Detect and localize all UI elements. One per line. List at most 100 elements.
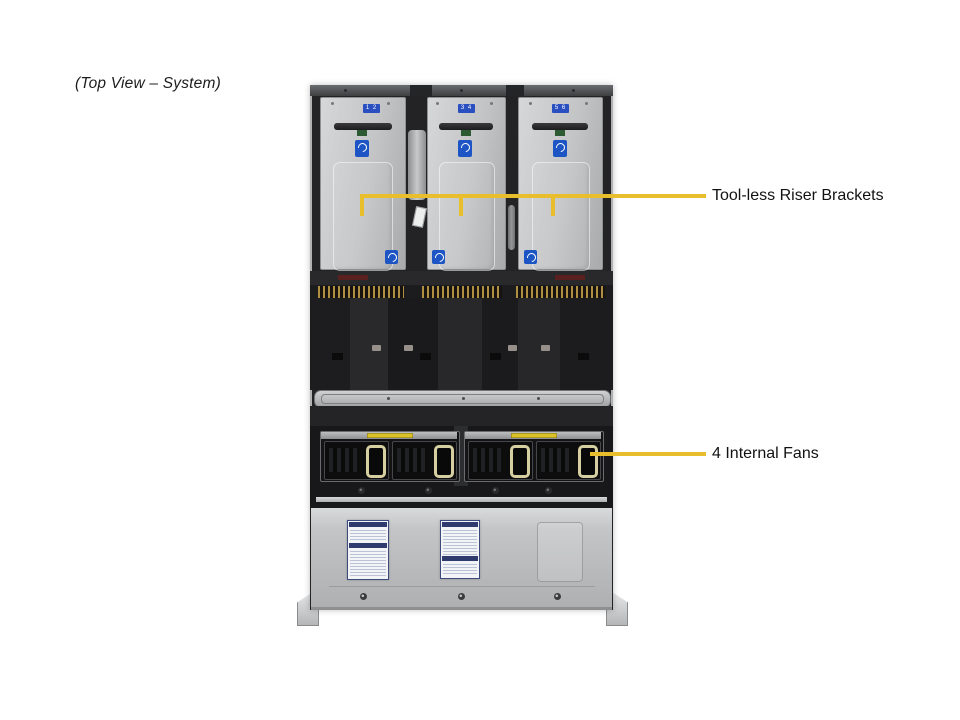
server-top-view: 1 2 3 4 5 6: [310, 85, 613, 610]
dimm-slot-pins: [318, 286, 404, 299]
heatsink-block: [518, 298, 560, 390]
label-rows: [350, 549, 386, 577]
riser-bracket-2: 3 4: [427, 97, 506, 271]
floor-screw: [492, 487, 499, 494]
support-crossbar: [314, 390, 611, 408]
label-rows: [443, 562, 477, 575]
rail-screw: [460, 89, 463, 92]
callout-label-risers: Tool-less Riser Brackets: [712, 187, 884, 204]
label-rows: [350, 528, 386, 542]
toolless-circular-arrow-icon: [385, 250, 398, 264]
service-label-2: [440, 520, 480, 579]
label-header: [442, 522, 478, 527]
cover-emboss-outline: [537, 522, 583, 582]
callout-tick-riser-2: [459, 194, 463, 216]
cable-tag: [412, 206, 427, 228]
riser-handle-latch: [357, 130, 367, 136]
internal-cable-bundle: [408, 130, 426, 200]
air-shroud: [560, 298, 613, 390]
shroud-cutout: [578, 353, 589, 360]
callout-line-fans: [590, 452, 706, 456]
bracket-emboss-panel: [333, 162, 393, 271]
bracket-screw: [331, 102, 334, 105]
fan-fins: [329, 448, 357, 472]
riser-handle-latch: [555, 130, 565, 136]
fan-handle: [578, 445, 598, 478]
heatsink-block: [438, 298, 482, 390]
air-shroud: [388, 298, 438, 390]
connector-latches: [338, 275, 368, 280]
riser-slot-badge: 1 2: [363, 104, 380, 113]
front-divider-bar: [316, 497, 607, 502]
shroud-clip: [404, 345, 413, 351]
fan-fins: [473, 448, 501, 472]
dimm-slot-pins: [516, 286, 605, 299]
toolless-circular-arrow-icon: [524, 250, 537, 264]
cover-bottom-edge: [311, 607, 612, 610]
riser-handle: [334, 123, 392, 130]
label-header: [349, 543, 387, 548]
shroud-cutout: [420, 353, 431, 360]
rail-notch: [410, 85, 432, 96]
shroud-clip: [541, 345, 550, 351]
fan-unit-4: [536, 441, 601, 480]
floor-screw: [545, 487, 552, 494]
riser-slot-badge: 5 6: [552, 104, 569, 113]
label-header: [442, 556, 478, 561]
riser-handle: [439, 123, 493, 130]
chassis-midsection: [310, 406, 613, 426]
warning-label-icon: [511, 433, 557, 438]
rail-notch: [506, 85, 524, 96]
label-rows: [443, 528, 477, 555]
riser-handle-latch: [461, 130, 471, 136]
toolless-circular-arrow-icon: [553, 140, 567, 157]
callout-tick-riser-3: [551, 194, 555, 216]
fan-unit-1: [324, 441, 389, 480]
fan-tray-1: [320, 431, 460, 482]
toolless-circular-arrow-icon: [355, 140, 369, 157]
fan-tray-2: [464, 431, 604, 482]
rear-chassis-rail: [310, 85, 613, 96]
fan-handle: [434, 445, 454, 478]
floor-screw: [358, 487, 365, 494]
cover-screw: [360, 593, 367, 600]
cover-seam: [329, 586, 595, 587]
crossbar-rivet: [537, 397, 540, 400]
shroud-clip: [372, 345, 381, 351]
callout-label-fans: 4 Internal Fans: [712, 445, 819, 462]
bracket-emboss-panel: [532, 162, 590, 271]
bracket-screw: [585, 102, 588, 105]
internal-cable: [508, 205, 515, 250]
fan-tray-rail: [465, 432, 601, 439]
crossbar-rivet: [387, 397, 390, 400]
air-shroud: [482, 298, 518, 390]
bracket-emboss-panel: [439, 162, 495, 271]
dimm-slot-pins: [422, 286, 502, 299]
fan-handle: [366, 445, 386, 478]
riser-handle: [532, 123, 588, 130]
toolless-circular-arrow-icon: [458, 140, 472, 157]
fan-unit-3: [468, 441, 533, 480]
callout-line-risers: [360, 194, 706, 198]
figure-caption: (Top View – System): [75, 75, 221, 92]
fan-fins: [541, 448, 569, 472]
front-top-cover: [311, 508, 612, 610]
cover-screw: [458, 593, 465, 600]
callout-tick-riser-1: [360, 194, 364, 216]
fan-unit-2: [392, 441, 457, 480]
bracket-screw: [436, 102, 439, 105]
fan-fins: [397, 448, 425, 472]
rail-screw: [572, 89, 575, 92]
shroud-clip: [508, 345, 517, 351]
shroud-cutout: [490, 353, 501, 360]
fan-bay-area: [310, 426, 613, 508]
crossbar-rivet: [462, 397, 465, 400]
bracket-screw: [387, 102, 390, 105]
fan-tray-rail: [321, 432, 457, 439]
connector-latches: [555, 275, 585, 280]
warning-label-icon: [367, 433, 413, 438]
toolless-circular-arrow-icon: [432, 250, 445, 264]
bracket-screw: [490, 102, 493, 105]
fan-handle: [510, 445, 530, 478]
